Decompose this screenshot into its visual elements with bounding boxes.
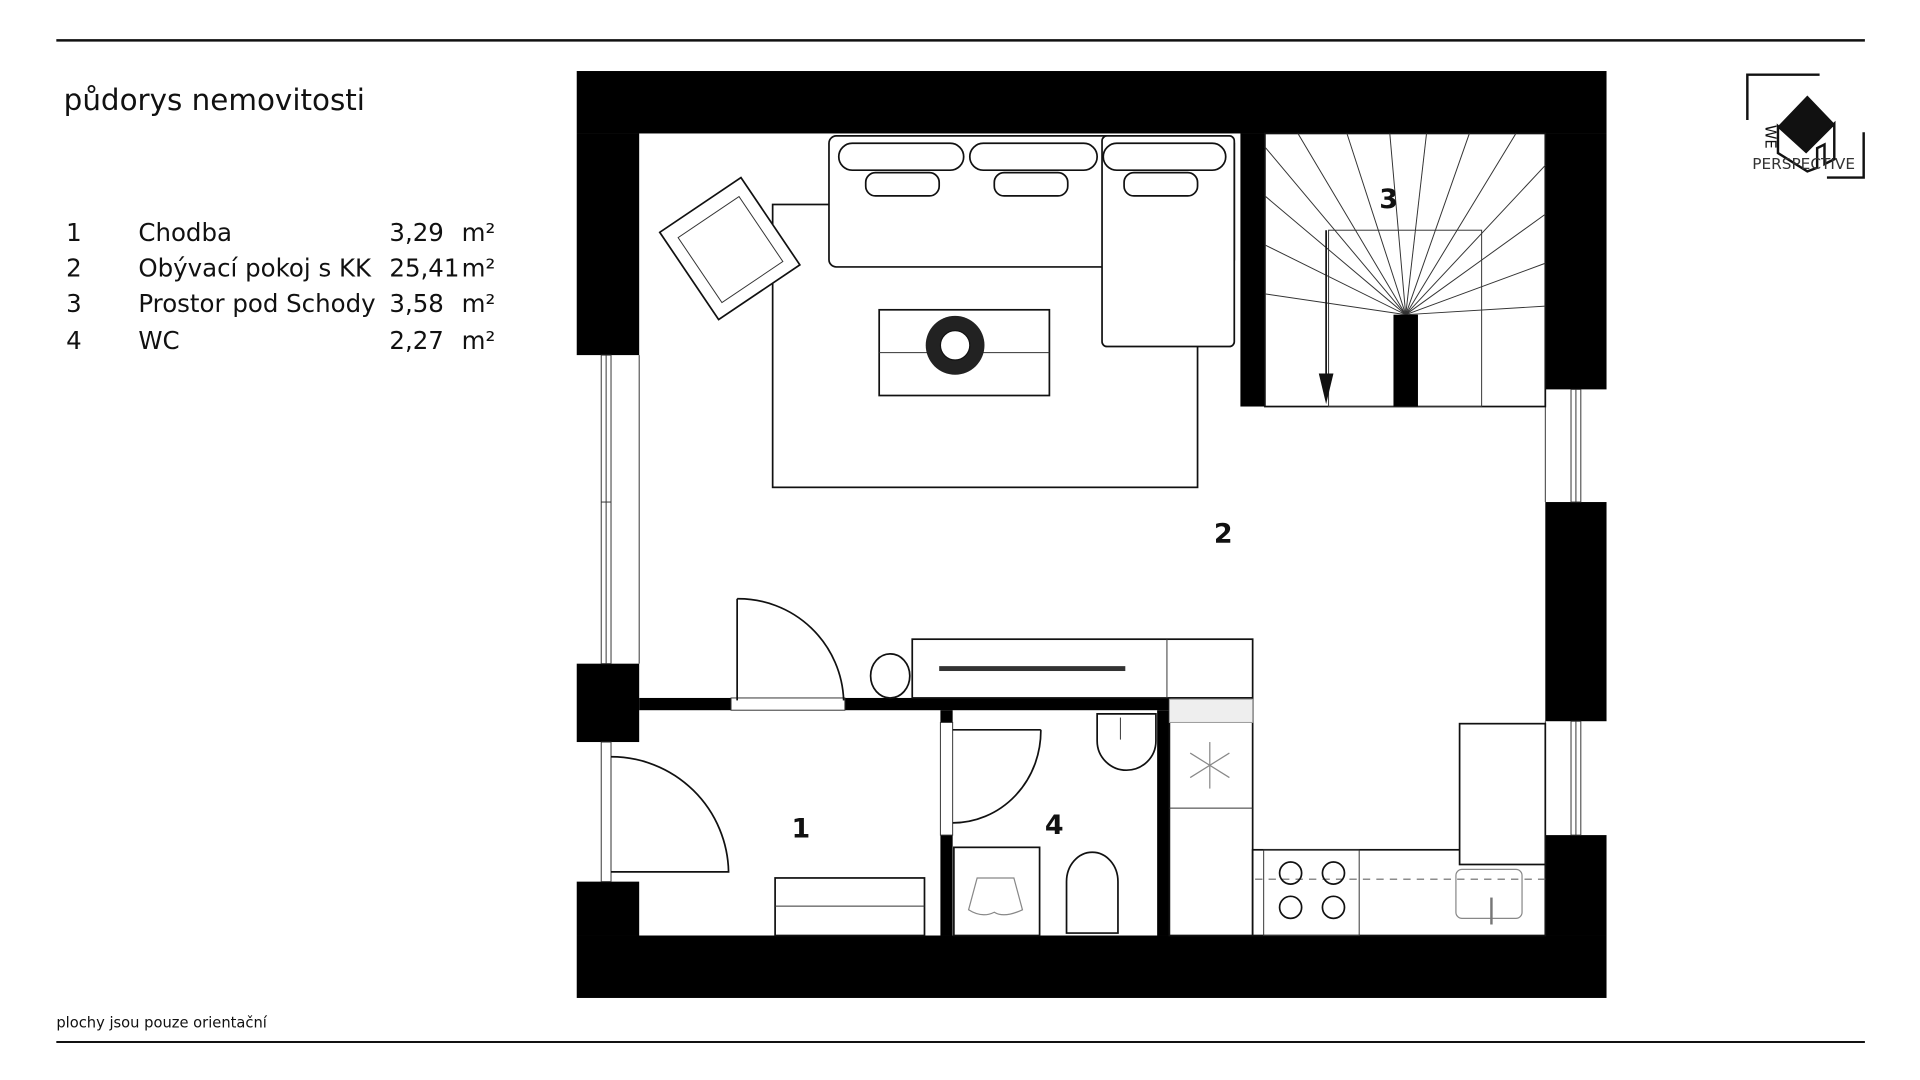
wall-left (576, 663, 640, 743)
fridge (1458, 722, 1547, 866)
window (1544, 720, 1582, 836)
interior-wall (639, 697, 732, 711)
range-hood (939, 666, 1126, 672)
wall-left (576, 133, 640, 356)
room-name: Obývací pokoj s KK (138, 254, 372, 283)
room-area: 3,58 (389, 289, 443, 318)
window (600, 354, 640, 665)
room-label-4: 4 (1045, 810, 1064, 841)
kitchen-upper-counter (869, 638, 1254, 699)
room-number: 3 (66, 289, 82, 318)
entrance-door (600, 741, 730, 883)
room-legend: 1 Chodba 3,29 m² 2 Obývací pokoj s KK 25… (66, 218, 495, 355)
logo-bracket-bottom (1826, 132, 1865, 179)
logo-bracket-top (1746, 73, 1820, 120)
room-area: 2,27 (389, 326, 443, 355)
wc-cabinet (953, 846, 1041, 937)
wall-right (1545, 835, 1607, 936)
wall-bottom (576, 935, 1607, 998)
room-number: 2 (66, 254, 82, 283)
kitchen-column (1168, 697, 1254, 937)
cooktop (1278, 861, 1346, 920)
room-unit: m² (462, 254, 496, 283)
room-name: Chodba (138, 218, 232, 247)
room-label-1: 1 (791, 814, 810, 845)
floor-plan: 2 3 1 4 (576, 71, 1607, 998)
logo: WE PERSPECTIVE (1746, 73, 1865, 179)
interior-wall (940, 835, 953, 936)
wall-left (576, 881, 640, 936)
coffee-table (878, 308, 1051, 397)
footnote: plochy jsou pouze orientační (56, 1014, 267, 1031)
staircase (1264, 132, 1547, 408)
hallway-bench (774, 877, 926, 937)
wall-right (1545, 133, 1607, 390)
kitchen-sink (1455, 868, 1523, 925)
sofa (828, 135, 1236, 348)
interior-wall (940, 710, 953, 723)
room-label-2: 2 (1214, 518, 1233, 549)
room-unit: m² (462, 218, 496, 247)
trash-bin (869, 653, 911, 699)
room-unit: m² (462, 289, 496, 318)
wall-right (1545, 502, 1607, 722)
room-area: 3,29 (389, 218, 443, 247)
legend-row: 2 Obývací pokoj s KK 25,41 m² (66, 254, 495, 283)
room-unit: m² (462, 326, 496, 355)
fan-icon (1189, 742, 1230, 789)
logo-text-perspective: PERSPECTIVE (1752, 155, 1855, 173)
logo-text-we: WE (1762, 125, 1779, 149)
page-title: půdorys nemovitosti (64, 83, 365, 117)
wc-door (939, 721, 1042, 836)
interior-wall (1157, 710, 1170, 936)
house-icon (1776, 95, 1836, 173)
room-number: 4 (66, 326, 82, 355)
legend-row: 1 Chodba 3,29 m² (66, 218, 495, 247)
room-number: 1 (66, 218, 82, 247)
stair-wall (1240, 133, 1265, 407)
room-name: Prostor pod Schody (138, 289, 375, 318)
window (1544, 388, 1582, 503)
room-area: 25,41 (389, 254, 459, 283)
living-room-door (730, 597, 846, 711)
legend-row: 4 WC 2,27 m² (66, 326, 495, 355)
toilet (1065, 851, 1119, 934)
wc-sink (1096, 713, 1157, 771)
arrow-down-icon (1318, 373, 1334, 405)
wall-top (576, 71, 1607, 134)
interior-wall (844, 697, 1170, 711)
room-name: WC (138, 326, 179, 355)
room-label-3: 3 (1379, 184, 1398, 215)
armchair (658, 176, 802, 321)
kitchen-lower-counter (1251, 722, 1547, 937)
legend-row: 3 Prostor pod Schody 3,58 m² (66, 289, 495, 318)
